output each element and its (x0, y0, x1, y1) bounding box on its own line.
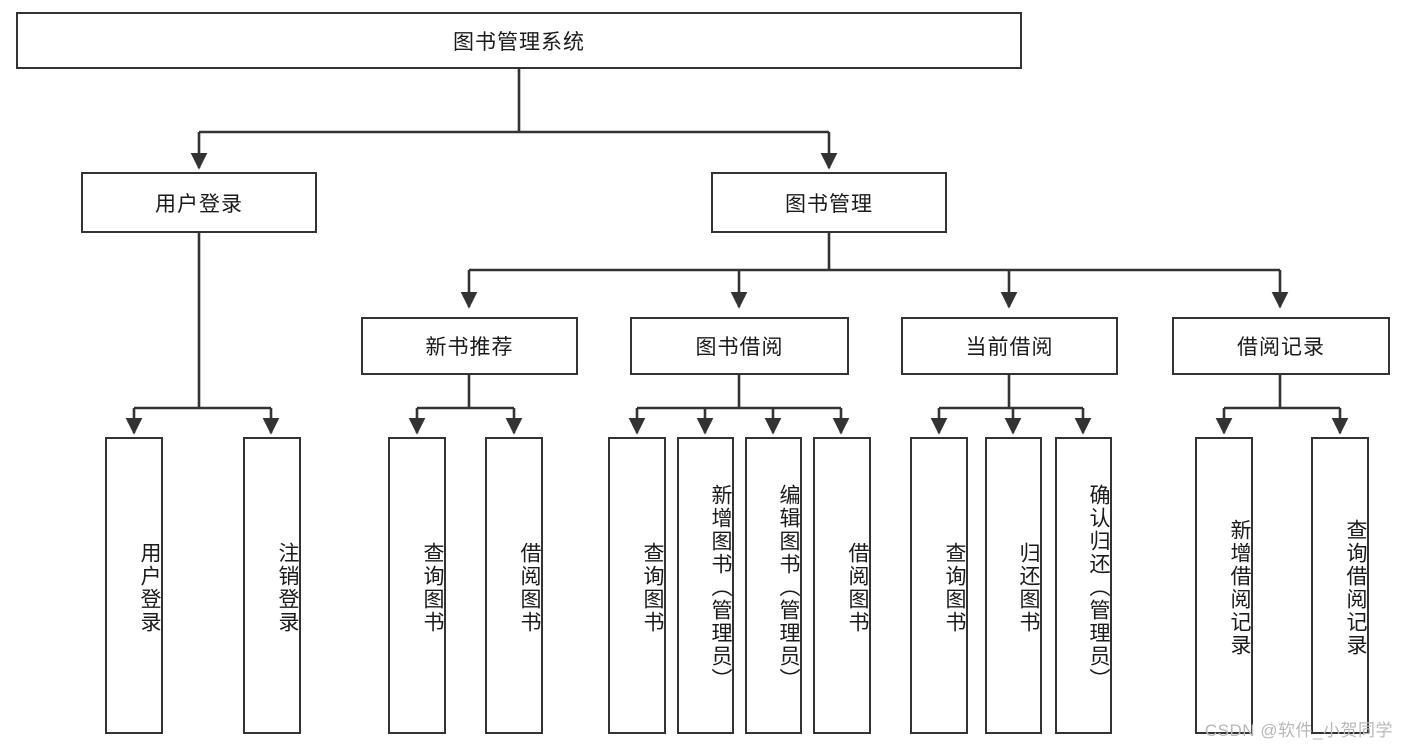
leaf-return-book[interactable]: 归还图书 (985, 437, 1042, 734)
node-borrow-record[interactable]: 借阅记录 (1172, 317, 1390, 375)
leaf-add-record-label: 新增借阅记录 (1228, 518, 1251, 657)
node-new-book-rec-label: 新书推荐 (425, 336, 514, 359)
leaf-add-book[interactable]: 新增图书（管理员） (677, 437, 734, 734)
leaf-confirm-return[interactable]: 确认归还（管理员） (1055, 437, 1112, 734)
leaf-add-book-label: 新增图书（管理员） (709, 484, 732, 691)
leaf-logout[interactable]: 注销登录 (243, 437, 301, 734)
node-new-book-rec[interactable]: 新书推荐 (361, 317, 578, 375)
leaf-user-login-label: 用户登录 (138, 541, 161, 634)
leaf-borrow-book-1[interactable]: 借阅图书 (485, 437, 543, 734)
leaf-add-record[interactable]: 新增借阅记录 (1195, 437, 1253, 734)
leaf-return-book-label: 归还图书 (1017, 541, 1040, 634)
node-current-borrow[interactable]: 当前借阅 (901, 317, 1118, 375)
leaf-query-book-1[interactable]: 查询图书 (388, 437, 446, 734)
leaf-query-record[interactable]: 查询借阅记录 (1311, 437, 1369, 734)
leaf-user-login[interactable]: 用户登录 (105, 437, 163, 734)
leaf-query-book-2[interactable]: 查询图书 (608, 437, 666, 734)
leaf-query-book-3[interactable]: 查询图书 (910, 437, 968, 734)
node-root-label: 图书管理系统 (453, 30, 585, 54)
node-user-login-label: 用户登录 (155, 192, 243, 216)
node-borrow-record-label: 借阅记录 (1237, 336, 1325, 359)
leaf-query-record-label: 查询借阅记录 (1344, 518, 1367, 657)
leaf-borrow-book-2-label: 借阅图书 (846, 541, 869, 634)
node-book-borrow[interactable]: 图书借阅 (630, 317, 849, 375)
leaf-confirm-return-label: 确认归还（管理员） (1087, 484, 1110, 691)
node-root[interactable]: 图书管理系统 (16, 12, 1022, 69)
leaf-query-book-3-label: 查询图书 (943, 541, 966, 634)
leaf-borrow-book-1-label: 借阅图书 (518, 541, 541, 634)
leaf-logout-label: 注销登录 (276, 541, 299, 634)
node-book-manage-label: 图书管理 (785, 192, 873, 216)
watermark: CSDN @软件_小贺同学 (1204, 721, 1393, 740)
leaf-borrow-book-2[interactable]: 借阅图书 (813, 437, 871, 734)
node-current-borrow-label: 当前借阅 (965, 336, 1054, 359)
leaf-query-book-2-label: 查询图书 (641, 541, 664, 634)
leaf-query-book-1-label: 查询图书 (421, 541, 444, 634)
node-book-manage[interactable]: 图书管理 (711, 172, 947, 233)
node-book-borrow-label: 图书借阅 (695, 336, 784, 359)
node-user-login[interactable]: 用户登录 (81, 172, 317, 233)
leaf-edit-book-label: 编辑图书（管理员） (777, 484, 800, 691)
leaf-edit-book[interactable]: 编辑图书（管理员） (745, 437, 802, 734)
